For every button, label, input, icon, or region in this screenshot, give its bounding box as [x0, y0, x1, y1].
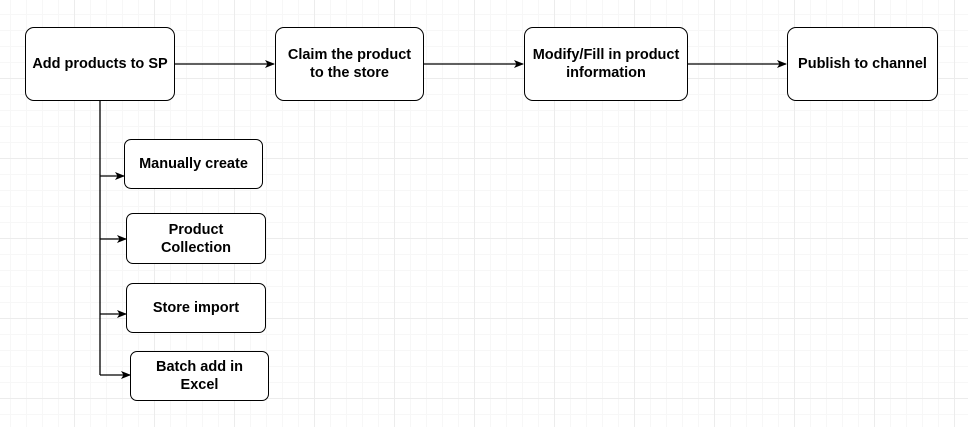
node-claim-product-label: Claim the product to the store: [287, 47, 412, 81]
node-manually-create-label: Manually create: [139, 156, 248, 172]
node-publish-channel[interactable]: Publish to channel: [787, 27, 938, 101]
node-modify-info[interactable]: Modify/Fill in product information: [524, 27, 688, 101]
node-batch-add-excel-label: Batch add in Excel: [155, 359, 243, 393]
node-manually-create[interactable]: Manually create: [124, 139, 263, 189]
node-add-products-label: Add products to SP: [32, 56, 168, 72]
node-store-import-label: Store import: [152, 300, 240, 316]
node-batch-add-excel[interactable]: Batch add in Excel: [130, 351, 269, 401]
node-add-products[interactable]: Add products to SP: [25, 27, 175, 101]
node-product-collection-label: Product Collection: [160, 221, 232, 256]
node-store-import[interactable]: Store import: [126, 283, 266, 333]
node-claim-product[interactable]: Claim the product to the store: [275, 27, 424, 101]
node-product-collection[interactable]: Product Collection: [126, 213, 266, 264]
node-publish-channel-label: Publish to channel: [798, 56, 927, 72]
node-modify-info-label: Modify/Fill in product information: [532, 47, 680, 81]
